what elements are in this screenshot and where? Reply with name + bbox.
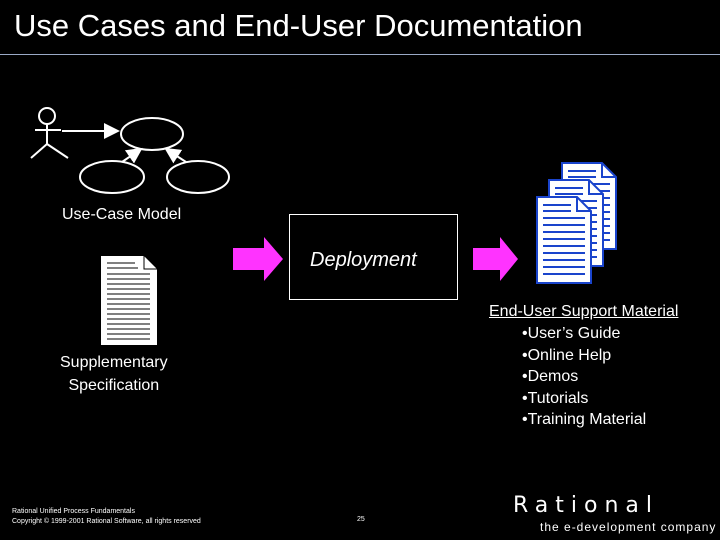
supplementary-label-line1: Supplementary	[60, 354, 168, 371]
footer-course-name: Rational Unified Process Fundamentals	[12, 508, 135, 515]
input-flow-arrow	[233, 237, 283, 281]
footer-copyright: Copyright © 1999-2001 Rational Software,…	[12, 518, 201, 525]
actor-icon	[30, 107, 69, 159]
rational-logo: Rational the e-development company	[513, 493, 717, 540]
slide-title: Use Cases and End-User Documentation	[14, 8, 583, 43]
page-number: 25	[357, 516, 365, 523]
brand-wordmark: Rational	[513, 493, 660, 518]
use-case-ellipse-right	[166, 160, 230, 194]
supplementary-specification-label: Supplementary Specification	[60, 351, 168, 397]
document-page-front	[536, 196, 592, 284]
title-divider	[0, 54, 720, 55]
include-arrow-right	[164, 147, 187, 164]
supplementary-document-icon	[101, 256, 157, 345]
end-user-documents-icon	[536, 162, 617, 284]
list-item: •User’s Guide	[522, 325, 621, 342]
use-case-ellipse-left	[79, 160, 145, 194]
list-item: •Training Material	[522, 411, 647, 429]
list-item: •Online Help	[522, 346, 612, 364]
use-case-model-diagram	[30, 107, 230, 194]
list-item: •Tutorials	[522, 389, 589, 407]
footer-text: Rational Unified Process Fundamentals Co…	[12, 507, 201, 527]
list-item: •Demos	[522, 368, 579, 386]
output-flow-arrow	[473, 237, 518, 281]
use-case-model-label: Use-Case Model	[62, 206, 182, 223]
use-case-ellipse-top	[120, 117, 184, 151]
support-material-list: •User’s Guide •Online Help •Demos •Tutor…	[522, 323, 646, 431]
deployment-label: Deployment	[310, 249, 417, 271]
include-arrow-left	[121, 147, 143, 164]
brand-tagline: the e-development company	[540, 520, 717, 534]
supplementary-label-line2: Specification	[68, 377, 160, 394]
deployment-box	[289, 214, 458, 300]
support-material-title: End-User Support Material	[489, 303, 679, 320]
